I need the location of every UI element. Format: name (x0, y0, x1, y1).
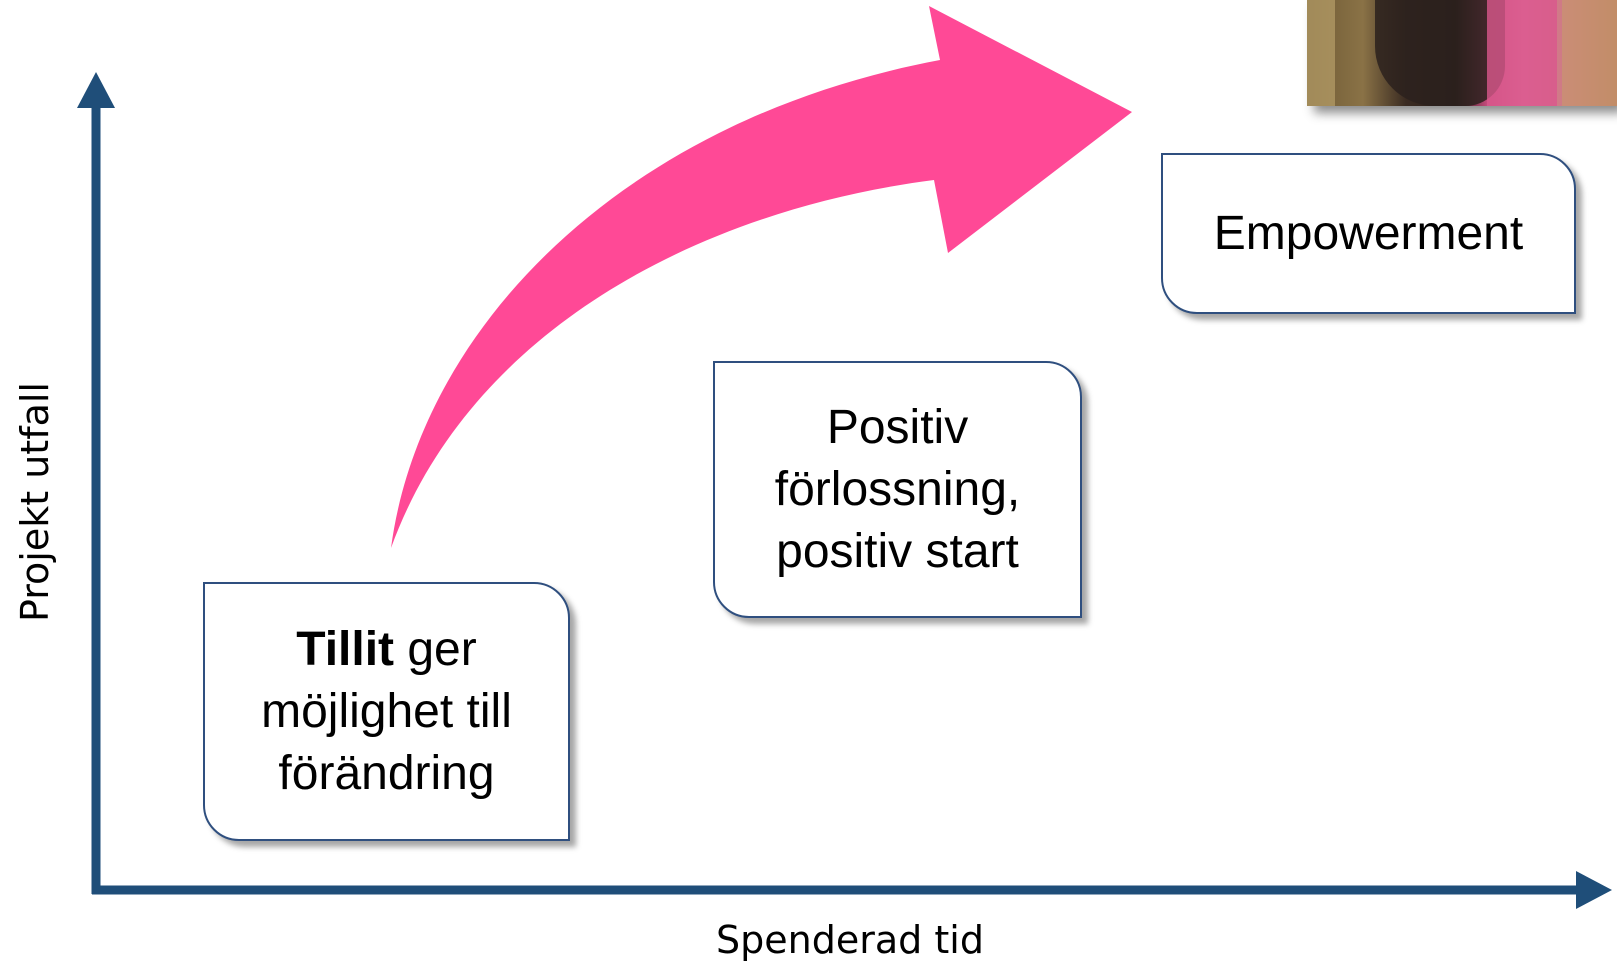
tillit-line-1-rest: ger (394, 622, 477, 676)
box-empowerment: Empowerment (1161, 153, 1576, 314)
positiv-line-1: Positiv (826, 400, 969, 454)
tillit-bold: Tillit (296, 622, 395, 676)
tillit-line-3: förändring (278, 746, 495, 800)
empowerment-label: Empowerment (1213, 206, 1524, 260)
y-axis-label: Projekt utfall (13, 382, 57, 622)
box-tillit: Tillit ger möjlighet till förändring (203, 582, 570, 841)
tillit-line-2: möjlighet till (261, 684, 512, 738)
photo-thumbnail (1307, 0, 1617, 106)
box-positiv: Positiv förlossning, positiv start (713, 361, 1082, 618)
growth-arrow (391, 6, 1132, 548)
y-axis-arrowhead (77, 72, 115, 108)
tillit-line-1: Tillit ger (261, 619, 512, 681)
positiv-line-2: förlossning, (774, 462, 1021, 516)
x-axis-arrowhead (1576, 871, 1612, 909)
positiv-line-3: positiv start (776, 524, 1019, 578)
x-axis-label: Spenderad tid (716, 918, 984, 962)
